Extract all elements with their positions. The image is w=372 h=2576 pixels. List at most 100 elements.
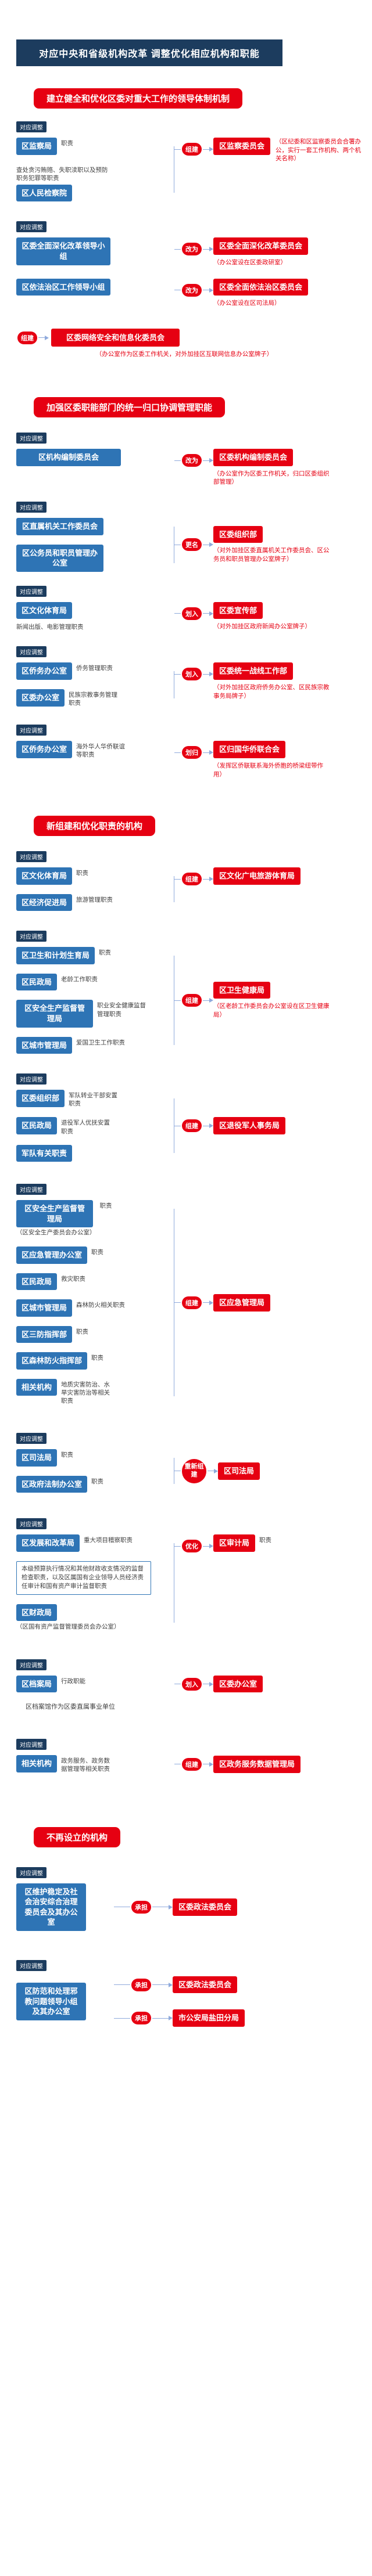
- source-row: 区经济促进局 旅游管理职责: [16, 894, 167, 911]
- source-row: 区司法局 职责: [16, 1449, 167, 1467]
- group-gov-service-data: 对应调整 相关机构 政务服务、政务数据管理等相关职责 组建 区政务服务数据管理局: [16, 1739, 366, 1773]
- target-note: （办公室设在区司法局）: [213, 300, 281, 307]
- group-archives: 对应调整 区档案局 行政职能 划入 区委办公室 区档案馆作为区委直属事业单位: [16, 1659, 366, 1712]
- target-org-box: 区司法局: [218, 1462, 260, 1480]
- source-row: 区应急管理办公室 职责: [16, 1246, 167, 1264]
- arrowhead-icon: [45, 335, 49, 340]
- target-cell: 区委全面深化改革委员会 （办公室设在区委政研室）: [213, 237, 309, 266]
- connector-arrow: 改为: [174, 243, 213, 256]
- source-row: 军队有关职责: [16, 1144, 167, 1162]
- source-duty-note: 旅游管理职责: [76, 896, 113, 903]
- group-justice: 对应调整 区司法局 职责 区政府法制办公室 职责 重新组建 区司法局: [16, 1433, 366, 1493]
- target-column: 承担 区委政法委员会 承担 市公安局盐田分局: [114, 1976, 245, 2027]
- source-row: 区监察局 职责: [16, 138, 167, 155]
- connector-arrow: 组建: [174, 1757, 213, 1771]
- section-3-title: 新组建和优化职责的机构: [34, 816, 156, 837]
- connector-line: [203, 878, 209, 880]
- target-org-box: 区委机构编制委员会: [213, 449, 294, 466]
- source-row: 区民政局 退役军人优抚安置职责: [16, 1117, 167, 1135]
- source-org-box: 区司法局: [16, 1449, 58, 1467]
- source-org-box: 区财政局: [16, 1604, 58, 1622]
- source-org-box: 区民政局: [16, 1273, 58, 1291]
- source-row: 区政府法制办公室 职责: [16, 1475, 167, 1493]
- connector-line: [203, 1000, 209, 1001]
- source-duty-note: 职责: [99, 1202, 112, 1210]
- target-org-box: 区文化广电旅游体育局: [213, 867, 301, 885]
- connector-arrow: 组建: [174, 1296, 213, 1309]
- group-audit: 对应调整 区发展和改革局 重大项目稽察职责 本级预算执行情况和其他财政收支情况的…: [16, 1518, 366, 1631]
- source-org-box: 区依法治区工作领导小组: [16, 278, 110, 296]
- source-row: 区档案局 行政职能: [16, 1675, 167, 1693]
- connector-arrow: 组建: [174, 1119, 213, 1133]
- source-row: 区民政局 救灾职责: [16, 1273, 167, 1291]
- arrowhead-icon: [209, 1544, 213, 1549]
- source-box-with-subnote: 区安全生产监督管理局 （区安全生产委员会办公室）: [16, 1200, 96, 1237]
- connector-arrow: 划入: [174, 607, 213, 620]
- group-emergency: 对应调整 区安全生产监督管理局 （区安全生产委员会办公室） 职责 区应急管理办公…: [16, 1184, 366, 1405]
- connector-arrow: 优化: [174, 1540, 213, 1553]
- source-duty-note: 职责: [99, 949, 112, 957]
- adjust-tag: 对应调整: [16, 1959, 46, 1971]
- source-duty-note: 职责: [61, 140, 74, 147]
- target-org-box: 区委政法委员会: [173, 1898, 238, 1916]
- connector-line: [203, 1302, 209, 1303]
- adjust-tag: 对应调整: [16, 1433, 46, 1444]
- action-badge: 划归: [182, 746, 202, 759]
- arrowhead-icon: [209, 672, 213, 677]
- target-cell: 区委政法委员会: [173, 1898, 238, 1916]
- source-org-box: 区应急管理办公室: [16, 1246, 88, 1264]
- source-org-box: 区民政局: [16, 973, 58, 991]
- source-duty-note: 职责: [91, 1354, 104, 1362]
- transferred-duties-block: 本级预算执行情况和其他财政收支情况的监督检查职责，以及区属国有企业领导人员经济责…: [16, 1561, 151, 1595]
- connector-arrow: 重新组建: [174, 1459, 218, 1483]
- adjust-tag: 对应调整: [16, 725, 46, 736]
- target-row: 承担 市公安局盐田分局: [114, 2009, 245, 2027]
- adjust-tag: 对应调整: [16, 1867, 46, 1878]
- target-org-box: 区委全面依法治区委员会: [213, 278, 309, 296]
- archives-note: 区档案馆作为区委直属事业单位: [26, 1703, 115, 1711]
- connector-line: [203, 1545, 209, 1547]
- source-duty-note: 新闻出版、电影管理职责: [16, 624, 84, 631]
- connector-line: [152, 1984, 169, 1986]
- adjust-tag: 对应调整: [16, 1073, 46, 1085]
- target-org-box: 区归国华侨联合会: [213, 741, 286, 758]
- target-note: （办公室设在区委政研室）: [213, 258, 287, 266]
- source-column: 区发展和改革局 重大项目稽察职责 本级预算执行情况和其他财政收支情况的监督检查职…: [16, 1534, 174, 1631]
- action-badge: 承担: [131, 1900, 151, 1914]
- connector-line: [174, 149, 181, 150]
- source-column: 区依法治区工作领导小组: [16, 278, 174, 296]
- arrowhead-icon: [169, 2016, 173, 2021]
- target-org-box: 区委网络安全和信息化委员会: [51, 328, 180, 347]
- arrowhead-icon: [209, 542, 213, 547]
- action-badge: 组建: [182, 873, 202, 886]
- connector-line: [174, 1302, 181, 1303]
- source-row: 相关机构 地质灾害防治、水旱灾害防治等相关职责: [16, 1378, 167, 1406]
- source-row: 区财政局 （区国有资产监督管理委员会办公室）: [16, 1604, 167, 1631]
- group-united-front: 对应调整 区侨务办公室 侨务管理职责 区委办公室 民族宗教事务管理职责 划入 区…: [16, 646, 366, 707]
- source-org-box: 区人民检察院: [16, 184, 73, 202]
- source-duty-note: 地质灾害防治、水旱灾害防治等相关职责: [61, 1381, 110, 1405]
- target-note: （对外加挂区委直属机关工作委员会、区公务员和职员管理办公室牌子）: [213, 547, 330, 563]
- source-column: 区直属机关工作委员会 区公务员和职员管理办公室: [16, 518, 174, 572]
- action-badge: 优化: [182, 1540, 202, 1553]
- action-badge: 组建: [182, 143, 202, 156]
- source-duty-note: 职责: [91, 1249, 104, 1256]
- source-row: 区城市管理局 爱国卫生工作职责: [16, 1036, 167, 1054]
- arrowhead-icon: [209, 1681, 213, 1687]
- connector-line: [174, 613, 181, 614]
- target-cell: 区委机构编制委员会 （办公室作为区委工作机关，归口区委组织部管理）: [213, 449, 330, 487]
- source-column: 区司法局 职责 区政府法制办公室 职责: [16, 1449, 174, 1493]
- target-org-box: 区应急管理局: [213, 1294, 271, 1312]
- source-column: 相关机构 政务服务、政务数据管理等相关职责: [16, 1755, 174, 1773]
- source-org-box: 区公务员和职员管理办公室: [16, 544, 103, 572]
- source-row: 查处贪污贿赂、失职渎职以及预防职务犯罪等职责 区人民检察院: [16, 164, 167, 202]
- source-org-box: 相关机构: [16, 1378, 58, 1396]
- source-sub-note: （区安全生产委员会办公室）: [16, 1229, 96, 1237]
- action-badge: 改为: [182, 454, 202, 467]
- connector-line: [152, 2017, 169, 2019]
- action-badge: 划入: [182, 1677, 202, 1691]
- source-duty-note: 退役军人优抚安置职责: [61, 1119, 110, 1135]
- source-column: 区侨务办公室 侨务管理职责 区委办公室 民族宗教事务管理职责: [16, 662, 174, 707]
- source-org-box: 区经济促进局: [16, 894, 73, 911]
